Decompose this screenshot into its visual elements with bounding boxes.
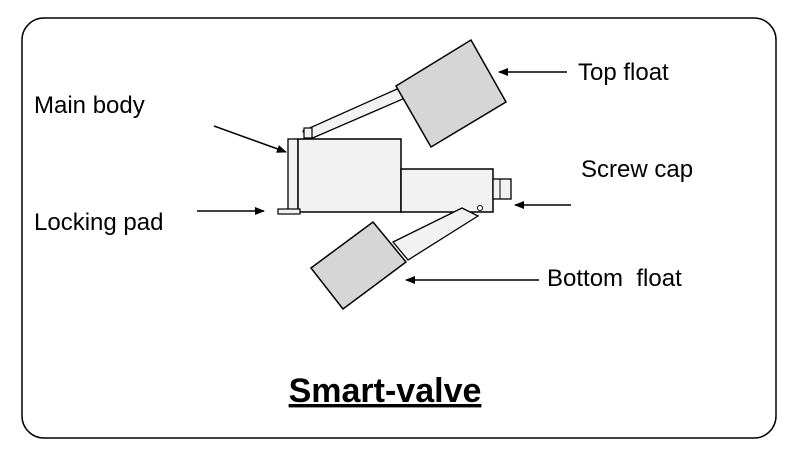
main-body xyxy=(297,138,402,213)
screw-cap-shape xyxy=(492,178,512,200)
bottom-pivot xyxy=(477,205,483,211)
diagram-frame xyxy=(21,17,777,439)
label-top-float: Top float xyxy=(578,59,669,86)
bottom-float-arm xyxy=(391,207,480,261)
top-float xyxy=(394,38,508,149)
valve-extension xyxy=(400,168,494,213)
label-main-body: Main body xyxy=(34,92,145,119)
main-body-plate xyxy=(287,138,299,214)
diagram-title: Smart-valve xyxy=(289,372,482,410)
label-screw-cap: Screw cap xyxy=(581,156,693,183)
label-locking-pad: Locking pad xyxy=(34,209,163,236)
label-bottom-float: Bottom float xyxy=(547,265,682,292)
arm-pivot xyxy=(303,127,313,139)
locking-pad-shape xyxy=(277,208,301,215)
bottom-float xyxy=(309,220,408,311)
arrow-main-body xyxy=(213,125,287,153)
